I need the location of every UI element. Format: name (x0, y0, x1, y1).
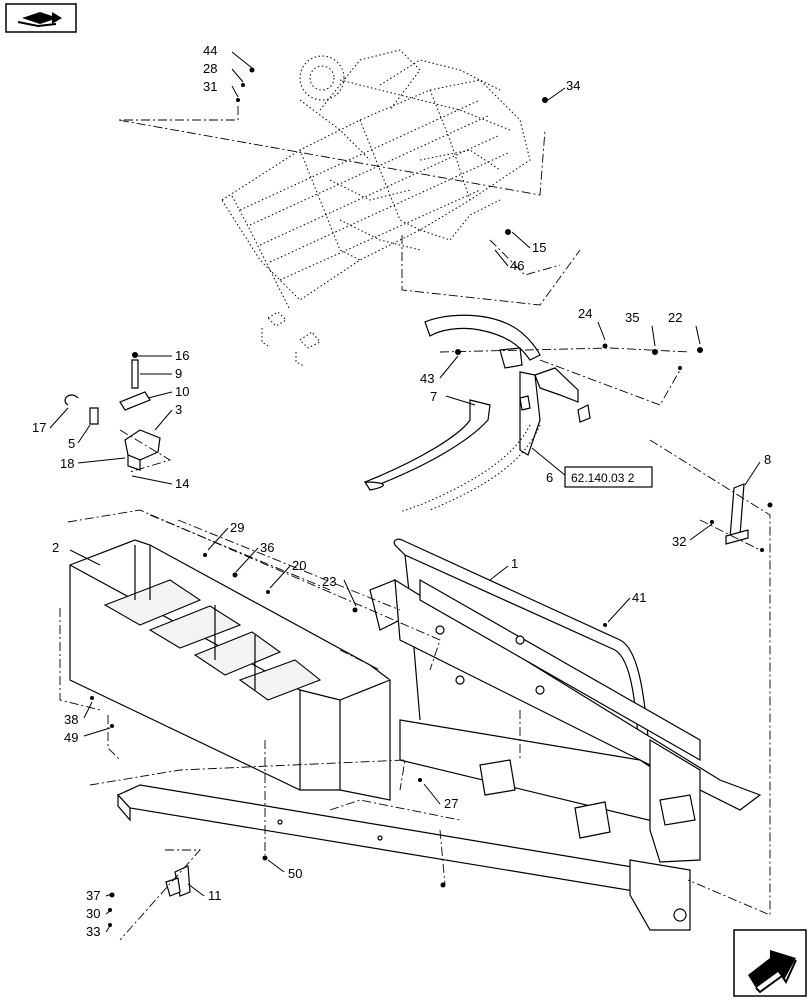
callout-32: 32 (672, 534, 686, 549)
callout-36: 36 (260, 540, 274, 555)
assembly-lines (59, 106, 771, 941)
callout-33: 33 (86, 924, 100, 939)
nav-back-icon[interactable] (5, 3, 77, 33)
callout-1: 1 (511, 556, 518, 571)
callout-5: 5 (68, 436, 75, 451)
callout-43: 43 (420, 371, 434, 386)
callout-28: 28 (203, 61, 217, 76)
callout-9: 9 (175, 366, 182, 381)
reference-box-label: 62.140.03 2 (571, 471, 635, 485)
mount-bracket (64, 352, 161, 471)
callout-37: 37 (86, 888, 100, 903)
callout-41: 41 (632, 590, 646, 605)
callout-46: 46 (510, 258, 524, 273)
callout-29: 29 (230, 520, 244, 535)
callout-24: 24 (578, 306, 592, 321)
callout-44: 44 (203, 43, 217, 58)
spring-bar (725, 483, 749, 545)
reference-box[interactable]: 62.140.03 2 (564, 466, 653, 488)
callout-23: 23 (322, 574, 336, 589)
callout-38: 38 (64, 712, 78, 727)
right-panel-frame (369, 538, 762, 863)
callout-11: 11 (208, 888, 222, 903)
callout-27: 27 (444, 796, 458, 811)
support-beam (116, 784, 691, 931)
callout-34: 34 (566, 78, 580, 93)
callout-10: 10 (175, 384, 189, 399)
small-bracket (165, 865, 191, 897)
callout-leaders (49, 51, 761, 933)
callout-31: 31 (203, 79, 217, 94)
callout-7: 7 (430, 389, 437, 404)
callout-16: 16 (175, 348, 189, 363)
callout-8: 8 (764, 452, 771, 467)
callout-20: 20 (292, 558, 306, 573)
callout-2: 2 (52, 540, 59, 555)
upper-frame-assembly (221, 49, 531, 367)
callout-22: 22 (668, 310, 682, 325)
left-hopper-box (69, 539, 391, 801)
nav-forward-icon[interactable] (733, 929, 807, 997)
callout-17: 17 (32, 420, 46, 435)
callout-15: 15 (532, 240, 546, 255)
callout-30: 30 (86, 906, 100, 921)
callout-50: 50 (288, 866, 302, 881)
callout-49: 49 (64, 730, 78, 745)
callout-14: 14 (175, 476, 189, 491)
callout-35: 35 (625, 310, 639, 325)
callout-labels: 44 28 31 34 15 46 24 35 22 16 9 10 3 17 … (32, 43, 771, 939)
callout-3: 3 (175, 402, 182, 417)
callout-6: 6 (546, 470, 553, 485)
callout-18: 18 (60, 456, 74, 471)
fasteners (90, 67, 773, 927)
tine-bracket-assembly (363, 314, 591, 513)
